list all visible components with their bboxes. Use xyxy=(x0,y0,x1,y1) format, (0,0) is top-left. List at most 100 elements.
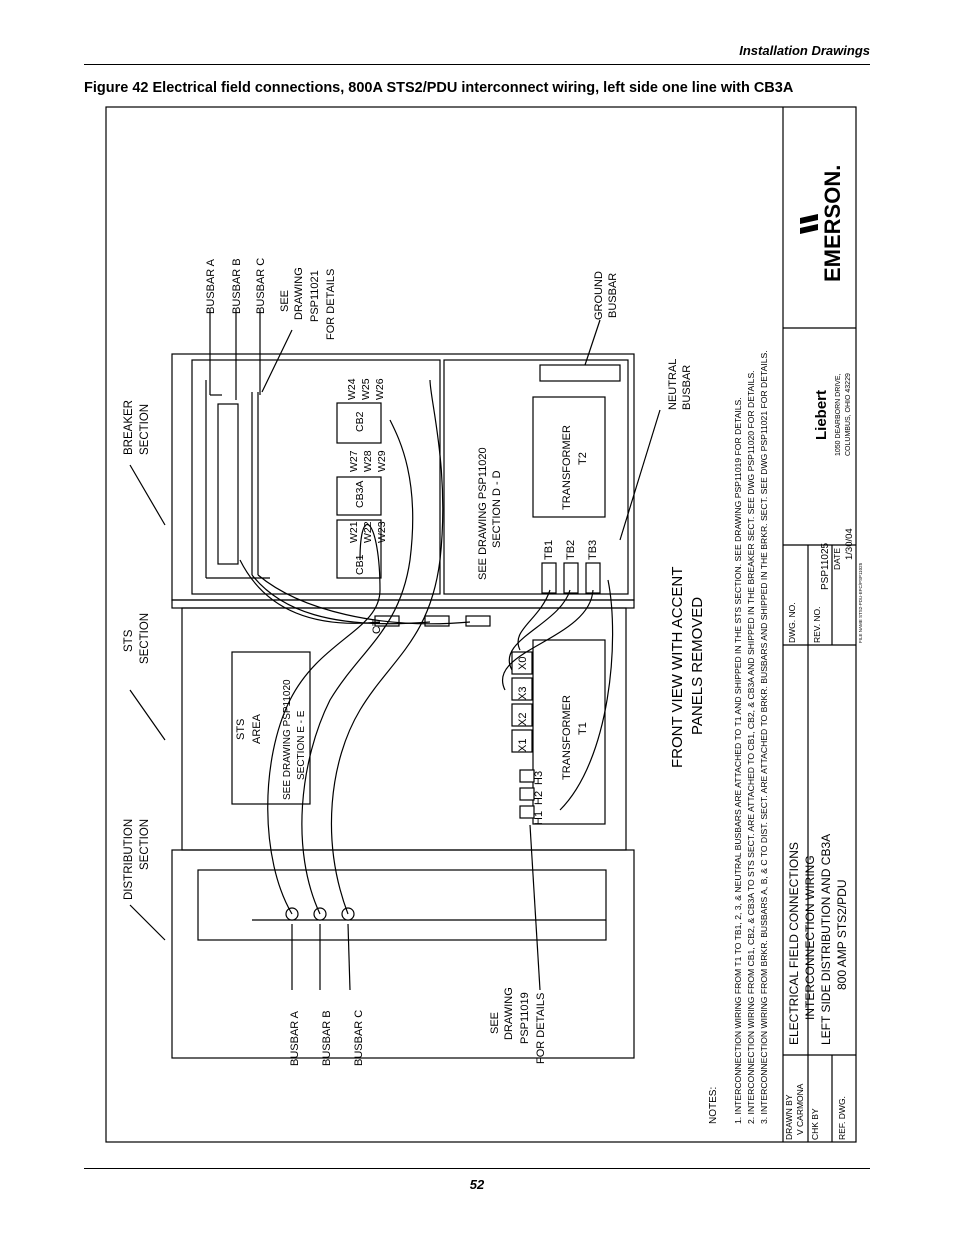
cb2-label: CB2 xyxy=(354,411,366,432)
busbar-c-bottom: BUSBAR C xyxy=(353,1010,365,1066)
ref-dwg-label: REF. DWG. xyxy=(837,1096,847,1140)
dwg-no: PSP11025 xyxy=(820,542,831,590)
footer-rule xyxy=(84,1168,870,1169)
x2: X2 xyxy=(517,713,529,726)
title-line-1: ELECTRICAL FIELD CONNECTIONS xyxy=(787,842,801,1045)
address-2: COLUMBUS, OHIO 43229 xyxy=(845,373,852,456)
sts-area-1: STS xyxy=(235,719,247,740)
leader-lines xyxy=(129,310,661,991)
title-line-3: LEFT SIDE DISTRIBUTION AND CB3A xyxy=(819,834,833,1045)
neutral-1: NEUTRAL xyxy=(667,359,679,410)
note-3: 3. INTERCONNECTION WIRING FROM BRKR. BUS… xyxy=(759,350,769,1124)
address-1: 1050 DEARBORN DRIVE, xyxy=(835,373,842,456)
drawn-by: V CARMONA xyxy=(795,1083,805,1135)
title-line-2: INTERCONNECTION WIRING xyxy=(803,855,817,1020)
note-2: 2. INTERCONNECTION WIRING FROM CB1, CB2,… xyxy=(746,370,756,1124)
busbar-a-bottom: BUSBAR A xyxy=(289,1010,301,1066)
title-block-text: ELECTRICAL FIELD CONNECTIONS INTERCONNEC… xyxy=(784,165,863,1140)
busbar-top-labels: BUSBAR A BUSBAR B BUSBAR C SEE DRAWING P… xyxy=(205,258,693,410)
rev-no-label: REV. NO. xyxy=(812,606,822,643)
busbar-c-top: BUSBAR C xyxy=(255,258,267,314)
page-number: 52 xyxy=(469,1177,485,1192)
w24: W24 xyxy=(346,378,358,400)
see-bottom-4: FOR DETAILS xyxy=(535,993,547,1064)
label-distribution: DISTRIBUTION xyxy=(123,819,135,900)
w27: W27 xyxy=(348,450,360,472)
t1-line-2: T1 xyxy=(577,722,589,735)
label-sts-2: SECTION xyxy=(139,613,151,664)
ct-label: CT xyxy=(371,619,383,634)
t2-line-2: T2 xyxy=(577,452,589,465)
sts-section-cabinet xyxy=(171,599,635,851)
label-breaker: BREAKER xyxy=(123,400,135,455)
see-top-4: FOR DETAILS xyxy=(325,269,337,340)
busbar-a-top: BUSBAR A xyxy=(205,258,217,314)
see-dd-2: SECTION D - D xyxy=(491,470,503,548)
notes-label: NOTES: xyxy=(708,1087,719,1124)
drawing-border xyxy=(105,106,857,1143)
t1-line-1: TRANSFORMER xyxy=(561,695,573,780)
front-view-2: PANELS REMOVED xyxy=(689,597,706,735)
dwg-no-label: DWG. NO. xyxy=(787,602,797,643)
file-name: FILE NAME STS2-PDU-EFC/PSP11025 xyxy=(858,562,863,643)
w29: W29 xyxy=(376,450,388,472)
see-top-1: SEE xyxy=(279,290,291,312)
emerson-mark-icon xyxy=(800,214,818,234)
cb3a-label: CB3A xyxy=(354,481,366,508)
see-bottom-3: PSP11019 xyxy=(519,992,531,1044)
x0: X0 xyxy=(517,657,529,670)
chk-by-label: CHK BY xyxy=(810,1108,820,1140)
w21: W21 xyxy=(348,521,360,543)
tb2: TB2 xyxy=(565,540,577,560)
distribution-section-cabinet xyxy=(171,849,635,1059)
label-distribution-2: SECTION xyxy=(139,819,151,870)
t2-labels: TRANSFORMER T2 SEE DRAWING PSP11020 SECT… xyxy=(371,425,599,634)
tb3: TB3 xyxy=(587,540,599,560)
w23: W23 xyxy=(376,521,388,543)
w28: W28 xyxy=(362,450,374,472)
ground-2: BUSBAR xyxy=(607,273,619,318)
see-dd-1: SEE DRAWING PSP11020 xyxy=(477,447,489,580)
sts-area-labels: STS AREA SEE DRAWING PSP11020 SECTION E … xyxy=(235,657,589,825)
see-ee-1: SEE DRAWING PSP11020 xyxy=(282,679,293,800)
label-sts: STS xyxy=(123,629,135,652)
running-header: Installation Drawings xyxy=(739,43,870,58)
date-label: DATE xyxy=(832,548,842,570)
drawn-by-label: DRAWN BY xyxy=(784,1094,794,1140)
see-bottom-2: DRAWING xyxy=(503,987,515,1040)
h3: H3 xyxy=(533,771,545,785)
busbar-b-bottom: BUSBAR B xyxy=(321,1010,333,1066)
w25: W25 xyxy=(360,378,372,400)
w22: W22 xyxy=(362,521,374,543)
interconnect-wires xyxy=(239,379,614,915)
w26: W26 xyxy=(374,378,386,400)
busbar-b-top: BUSBAR B xyxy=(231,258,243,314)
notes: NOTES: 1. INTERCONNECTION WIRING FROM T1… xyxy=(708,350,769,1124)
breaker-section-cabinet xyxy=(171,353,635,601)
cb1-label: CB1 xyxy=(354,554,366,575)
t2-line-1: TRANSFORMER xyxy=(561,425,573,510)
neutral-2: BUSBAR xyxy=(681,365,693,410)
tb1: TB1 xyxy=(543,540,555,560)
front-view-1: FRONT VIEW WITH ACCENT xyxy=(669,567,686,768)
header-rule xyxy=(84,64,870,65)
sts-area-2: AREA xyxy=(251,713,263,744)
title-block xyxy=(782,107,856,1142)
see-bottom-1: SEE xyxy=(489,1012,501,1034)
emerson-logo: EMERSON. xyxy=(820,165,845,282)
liebert-logo: Liebert xyxy=(813,390,830,440)
ground-1: GROUND xyxy=(593,271,605,320)
see-top-2: DRAWING xyxy=(293,267,305,320)
x1: X1 xyxy=(517,739,529,752)
front-view-caption: FRONT VIEW WITH ACCENT PANELS REMOVED xyxy=(669,567,706,768)
see-ee-2: SECTION E - E xyxy=(296,710,307,780)
title-line-4: 800 AMP STS2/PDU xyxy=(835,880,849,991)
h1: H1 xyxy=(533,811,545,825)
figure-caption: Figure 42 Electrical field connections, … xyxy=(84,80,794,96)
section-labels: DISTRIBUTION SECTION STS SECTION BREAKER… xyxy=(123,400,151,900)
x3: X3 xyxy=(517,687,529,700)
see-top-3: PSP11021 xyxy=(309,270,321,322)
note-1: 1. INTERCONNECTION WIRING FROM T1 TO TB1… xyxy=(733,397,743,1124)
breaker-labels: CB1 W21 W22 W23 CB3A W27 W28 W29 CB2 W24… xyxy=(346,378,388,575)
